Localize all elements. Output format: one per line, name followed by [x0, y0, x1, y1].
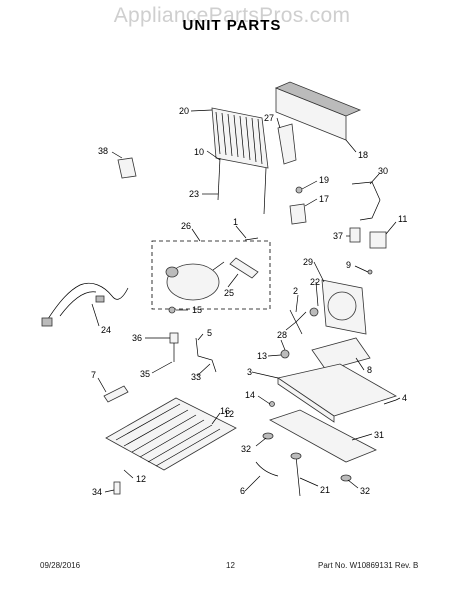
compressor-assembly-box	[151, 240, 271, 310]
callout-20: 20	[179, 106, 189, 116]
grommet	[168, 306, 176, 314]
screw	[367, 269, 373, 275]
compressor	[165, 261, 225, 301]
mounting-plate	[117, 157, 137, 179]
callout-12b: 12	[136, 474, 146, 484]
callout-18: 18	[358, 150, 368, 160]
page-title: UNIT PARTS	[182, 17, 282, 34]
callout-16: 16	[220, 406, 230, 416]
callout-9: 9	[346, 260, 351, 270]
callout-19: 19	[319, 175, 329, 185]
leveling-leg	[295, 455, 301, 497]
callout-labels: 1 2 3 4 5 6 7 8 9 10 11 12 12 13 14 15 1…	[91, 106, 407, 497]
screw	[295, 186, 303, 194]
wire-lead	[255, 461, 279, 477]
leader-lines	[91, 109, 401, 493]
capacitor-clip	[349, 227, 361, 243]
drier	[229, 257, 259, 279]
callout-3: 3	[247, 367, 252, 377]
clip-bracket	[289, 203, 307, 225]
callout-37: 37	[333, 231, 343, 241]
callout-34: 34	[92, 487, 102, 497]
tube-assembly	[195, 337, 217, 373]
footer-page: 12	[226, 561, 235, 570]
wire-harness	[45, 282, 129, 323]
condenser-fan-assembly	[285, 279, 367, 335]
screw-bracket	[169, 332, 179, 344]
callout-2: 2	[293, 286, 298, 296]
start-device	[369, 231, 387, 249]
wire-bracket	[351, 181, 381, 221]
foot	[340, 474, 352, 482]
callout-25: 25	[224, 288, 234, 298]
callout-4: 4	[402, 393, 407, 403]
fan-shroud	[311, 337, 371, 371]
clip	[113, 481, 121, 495]
callout-26: 26	[181, 221, 191, 231]
base-pan	[277, 363, 397, 423]
callout-14: 14	[245, 390, 255, 400]
callout-36: 36	[132, 333, 142, 343]
footer-date: 09/28/2016	[40, 561, 81, 570]
tube	[244, 237, 259, 241]
callout-24: 24	[101, 325, 111, 335]
callout-29: 29	[303, 257, 313, 267]
callout-8: 8	[367, 365, 372, 375]
tube-piece	[103, 385, 129, 403]
callout-35: 35	[140, 369, 150, 379]
callout-33: 33	[191, 372, 201, 382]
callout-6: 6	[240, 486, 245, 496]
callout-5: 5	[207, 328, 212, 338]
callout-10: 10	[194, 147, 204, 157]
callout-32a: 32	[241, 444, 251, 454]
callout-23: 23	[189, 189, 199, 199]
callout-32b: 32	[360, 486, 370, 496]
screw	[383, 399, 397, 405]
callout-13: 13	[257, 351, 267, 361]
grommet	[280, 349, 290, 359]
watermark: AppliancePartsPros.com	[113, 4, 351, 27]
callout-27: 27	[264, 113, 274, 123]
callout-30: 30	[378, 166, 388, 176]
callout-28: 28	[277, 330, 287, 340]
callout-11: 11	[398, 214, 407, 224]
callout-1: 1	[233, 217, 238, 227]
callout-22: 22	[310, 277, 320, 287]
bracket	[277, 123, 297, 165]
callout-21: 21	[320, 485, 330, 495]
bottom-cover	[269, 409, 377, 463]
screw	[269, 401, 275, 407]
callout-17: 17	[319, 194, 329, 204]
callout-7: 7	[91, 370, 96, 380]
callout-38: 38	[98, 146, 108, 156]
callout-12a: 12	[224, 409, 234, 419]
callout-15: 15	[192, 305, 202, 315]
condenser	[211, 107, 269, 215]
foot	[262, 432, 274, 440]
footer-part-no: Part No. W10869131 Rev. B	[318, 561, 419, 570]
callout-31: 31	[374, 430, 384, 440]
drain-pan-heater	[105, 397, 237, 471]
